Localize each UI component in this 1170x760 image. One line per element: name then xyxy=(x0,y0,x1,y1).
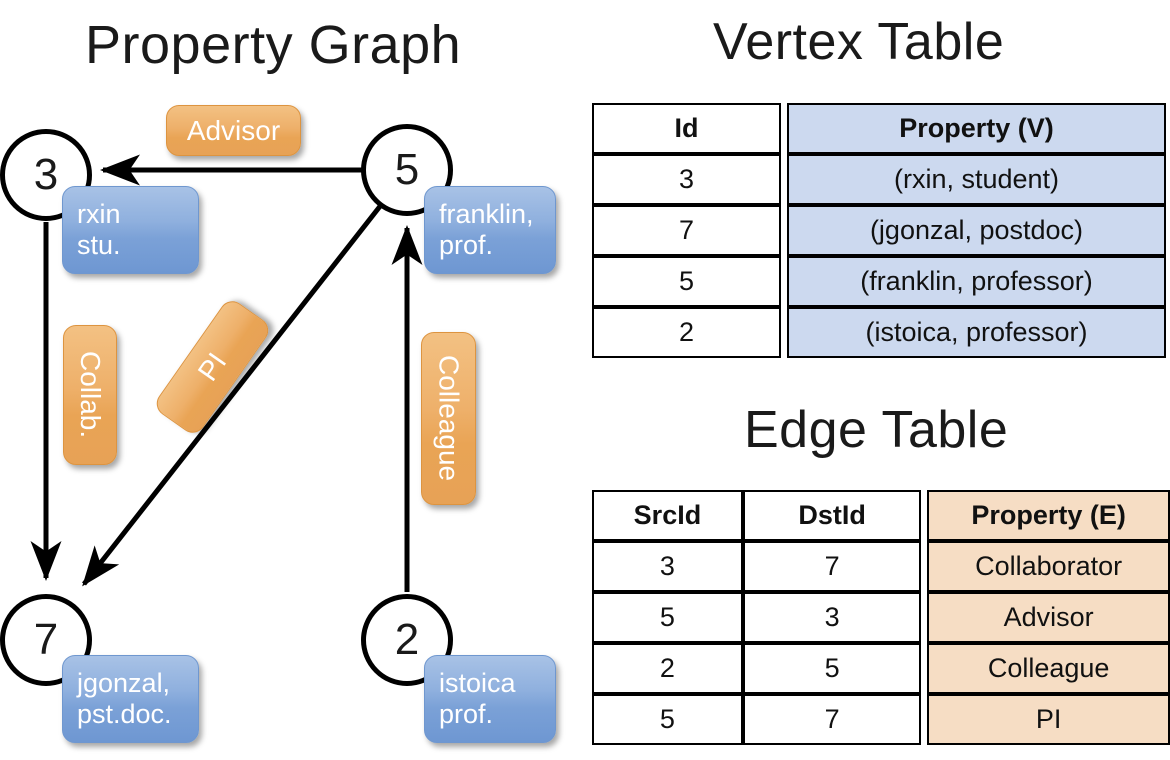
vertex-property-line2: pst.doc. xyxy=(77,699,172,729)
edge-label-advisor[interactable]: Advisor xyxy=(166,105,301,156)
column-gap xyxy=(781,256,787,307)
vertex-cell-property: (istoica, professor) xyxy=(787,307,1166,358)
edge-cell-dstid: 7 xyxy=(742,694,922,745)
vertex-property-line2: prof. xyxy=(439,699,494,729)
edge-cell-srcid: 3 xyxy=(592,541,743,592)
edge-header-srcid: SrcId xyxy=(592,490,743,541)
vertex-cell-property: (franklin, professor) xyxy=(787,256,1166,307)
edge-cell-dstid: 7 xyxy=(742,541,922,592)
vertex-property-line2: stu. xyxy=(77,230,121,260)
vertex-cell-property: (jgonzal, postdoc) xyxy=(787,205,1166,256)
vertex-property-line1: rxin xyxy=(77,198,121,229)
edge-cell-srcid: 5 xyxy=(592,592,743,643)
vertex-cell-id: 2 xyxy=(592,307,781,358)
edge-cell-property: Collaborator xyxy=(927,541,1170,592)
edge-cell-srcid: 2 xyxy=(592,643,743,694)
vertex-property-box-2[interactable]: istoica prof. xyxy=(424,655,556,743)
node-circle-5[interactable]: 5 xyxy=(361,124,453,216)
vertex-property-box-7[interactable]: jgonzal, pst.doc. xyxy=(62,655,199,743)
node-circle-2[interactable]: 2 xyxy=(361,594,453,686)
column-gap xyxy=(921,643,928,694)
edge-cell-dstid: 5 xyxy=(742,643,922,694)
edge-cell-property: PI xyxy=(927,694,1170,745)
column-gap xyxy=(781,154,787,205)
vertex-cell-id: 5 xyxy=(592,256,781,307)
edge-cell-srcid: 5 xyxy=(592,694,743,745)
edge-table-title: Edge Table xyxy=(744,401,1009,459)
edge-cell-property: Colleague xyxy=(927,643,1170,694)
column-gap xyxy=(921,592,928,643)
vertex-cell-id: 3 xyxy=(592,154,781,205)
column-gap xyxy=(921,694,928,745)
vertex-header-property: Property (V) xyxy=(787,103,1166,154)
node-label-7: 7 xyxy=(33,615,59,664)
table-header-row: SrcId DstId Property (E) xyxy=(592,490,1170,541)
edge-table: SrcId DstId Property (E) 3 7 Collaborato… xyxy=(592,490,1170,745)
table-row: 3 7 Collaborator xyxy=(592,541,1170,592)
vertex-cell-property: (rxin, student) xyxy=(787,154,1166,205)
edge-header-dstid: DstId xyxy=(742,490,922,541)
edge-cell-property: Advisor xyxy=(927,592,1170,643)
table-header-row: Id Property (V) xyxy=(592,103,1166,154)
graph-edges xyxy=(30,154,423,592)
column-gap xyxy=(781,205,787,256)
node-label-2: 2 xyxy=(394,615,420,664)
property-graph-title: Property Graph xyxy=(85,15,462,75)
table-row: 2 (istoica, professor) xyxy=(592,307,1166,358)
vertex-property-line1: jgonzal, xyxy=(77,667,171,698)
table-row: 5 (franklin, professor) xyxy=(592,256,1166,307)
vertex-property-line1: franklin, xyxy=(439,198,534,229)
edge-cell-dstid: 3 xyxy=(742,592,922,643)
column-gap xyxy=(781,103,787,154)
node-label-5: 5 xyxy=(394,145,420,194)
vertex-property-box-5[interactable]: franklin, prof. xyxy=(424,186,556,274)
table-row: 5 7 PI xyxy=(592,694,1170,745)
vertex-property-box-3[interactable]: rxin stu. xyxy=(62,186,199,274)
column-gap xyxy=(781,307,787,358)
vertex-table: Id Property (V) 3 (rxin, student) 7 (jgo… xyxy=(592,103,1166,358)
node-label-3: 3 xyxy=(33,150,59,199)
table-row: 3 (rxin, student) xyxy=(592,154,1166,205)
column-gap xyxy=(921,490,928,541)
edge-label-colleague[interactable]: Colleague xyxy=(421,332,476,505)
edge-header-property: Property (E) xyxy=(927,490,1170,541)
table-row: 5 3 Advisor xyxy=(592,592,1170,643)
edge-arrow-5-to-7 xyxy=(82,203,383,587)
edge-label-collab[interactable]: Collab. xyxy=(63,325,117,465)
table-row: 7 (jgonzal, postdoc) xyxy=(592,205,1166,256)
vertex-header-id: Id xyxy=(592,103,781,154)
vertex-property-line1: istoica xyxy=(439,667,516,698)
vertex-property-line2: prof. xyxy=(439,230,494,260)
vertex-cell-id: 7 xyxy=(592,205,781,256)
vertex-table-title: Vertex Table xyxy=(713,13,1005,71)
column-gap xyxy=(921,541,928,592)
table-row: 2 5 Colleague xyxy=(592,643,1170,694)
